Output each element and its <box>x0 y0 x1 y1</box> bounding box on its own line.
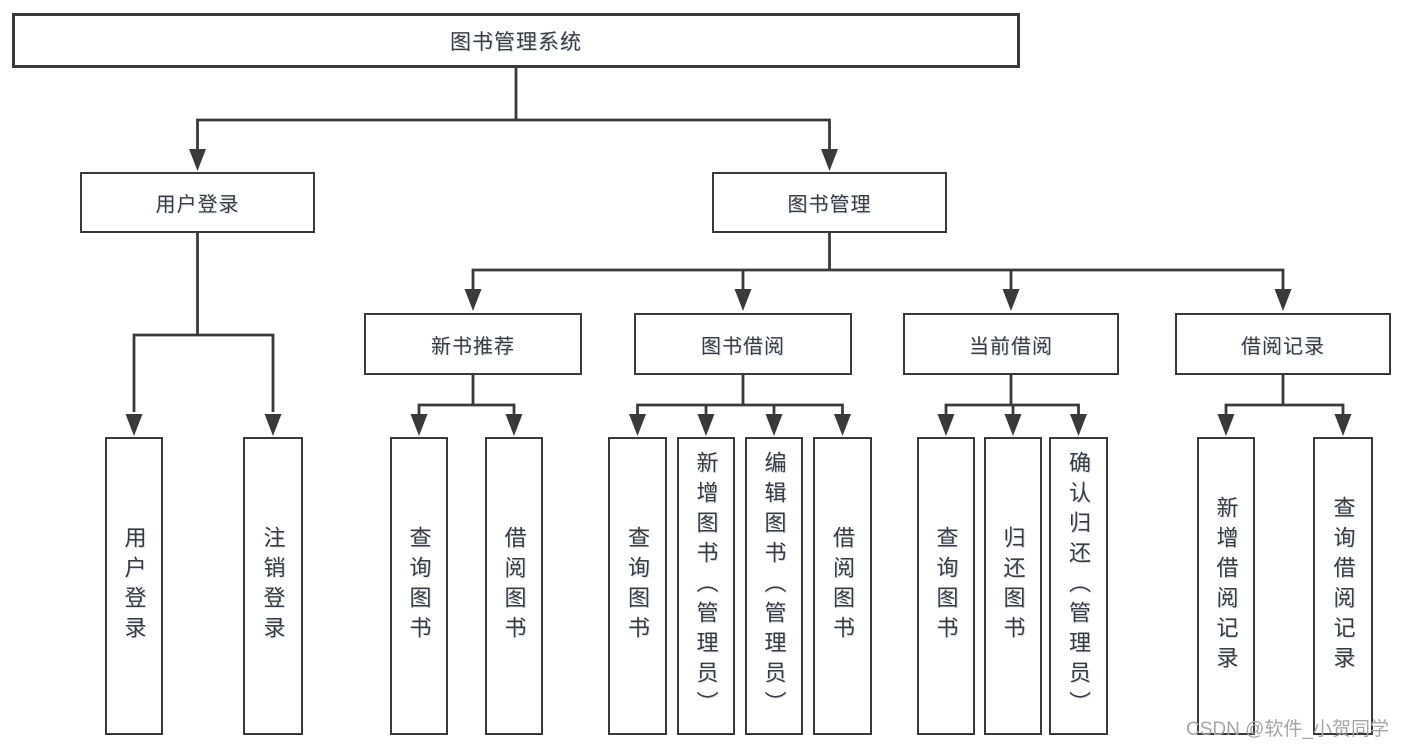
leaf-add-record: 新增借阅记录 <box>1197 437 1255 735</box>
node-library-system-label: 图书管理系统 <box>450 30 582 54</box>
leaf-confirm-return-admin-label: 确认归还（管理员） <box>1066 451 1092 721</box>
leaf-current-query: 查询图书 <box>917 437 975 735</box>
leaf-newbooks-borrow: 借阅图书 <box>485 437 543 735</box>
node-book-management: 图书管理 <box>712 172 947 233</box>
node-user-login: 用户登录 <box>80 172 315 233</box>
leaf-borrow-add-admin-label: 新增图书（管理员） <box>693 451 719 721</box>
leaf-newbooks-query-label: 查询图书 <box>406 526 432 646</box>
node-current-borrowing: 当前借阅 <box>903 313 1119 375</box>
leaf-borrow-book: 借阅图书 <box>813 437 872 735</box>
node-book-management-label: 图书管理 <box>787 194 872 216</box>
node-user-login-label: 用户登录 <box>155 194 240 216</box>
node-library-system: 图书管理系统 <box>12 13 1020 68</box>
leaf-query-record: 查询借阅记录 <box>1313 437 1373 735</box>
leaf-query-record-label: 查询借阅记录 <box>1330 496 1356 676</box>
csdn-watermark: CSDN @软件_小贺同学 <box>1186 719 1389 740</box>
leaf-confirm-return-admin: 确认归还（管理员） <box>1049 437 1108 735</box>
leaf-borrow-query-label: 查询图书 <box>625 526 651 646</box>
leaf-current-query-label: 查询图书 <box>933 526 959 646</box>
leaf-user-login-label: 用户登录 <box>121 526 147 646</box>
node-new-book-recommend-label: 新书推荐 <box>431 335 515 358</box>
node-current-borrowing-label: 当前借阅 <box>969 335 1053 358</box>
leaf-return-book: 归还图书 <box>984 437 1042 735</box>
leaf-return-book-label: 归还图书 <box>1000 526 1026 646</box>
leaf-borrow-edit-admin-label: 编辑图书（管理员） <box>761 451 787 721</box>
leaf-add-record-label: 新增借阅记录 <box>1213 496 1239 676</box>
leaf-user-login: 用户登录 <box>105 437 163 735</box>
leaf-borrow-add-admin: 新增图书（管理员） <box>677 437 735 735</box>
leaf-newbooks-query: 查询图书 <box>390 437 448 735</box>
leaf-borrow-book-label: 借阅图书 <box>830 526 856 646</box>
node-new-book-recommend: 新书推荐 <box>364 313 582 375</box>
node-borrowing-records: 借阅记录 <box>1175 313 1391 375</box>
node-borrowing-records-label: 借阅记录 <box>1241 335 1325 358</box>
leaf-logout-label: 注销登录 <box>260 526 286 646</box>
leaf-borrow-edit-admin: 编辑图书（管理员） <box>745 437 803 735</box>
leaf-logout: 注销登录 <box>243 437 303 735</box>
node-book-borrowing-label: 图书借阅 <box>701 335 785 358</box>
node-book-borrowing: 图书借阅 <box>634 313 852 375</box>
leaf-borrow-query: 查询图书 <box>608 437 667 735</box>
leaf-newbooks-borrow-label: 借阅图书 <box>501 526 527 646</box>
